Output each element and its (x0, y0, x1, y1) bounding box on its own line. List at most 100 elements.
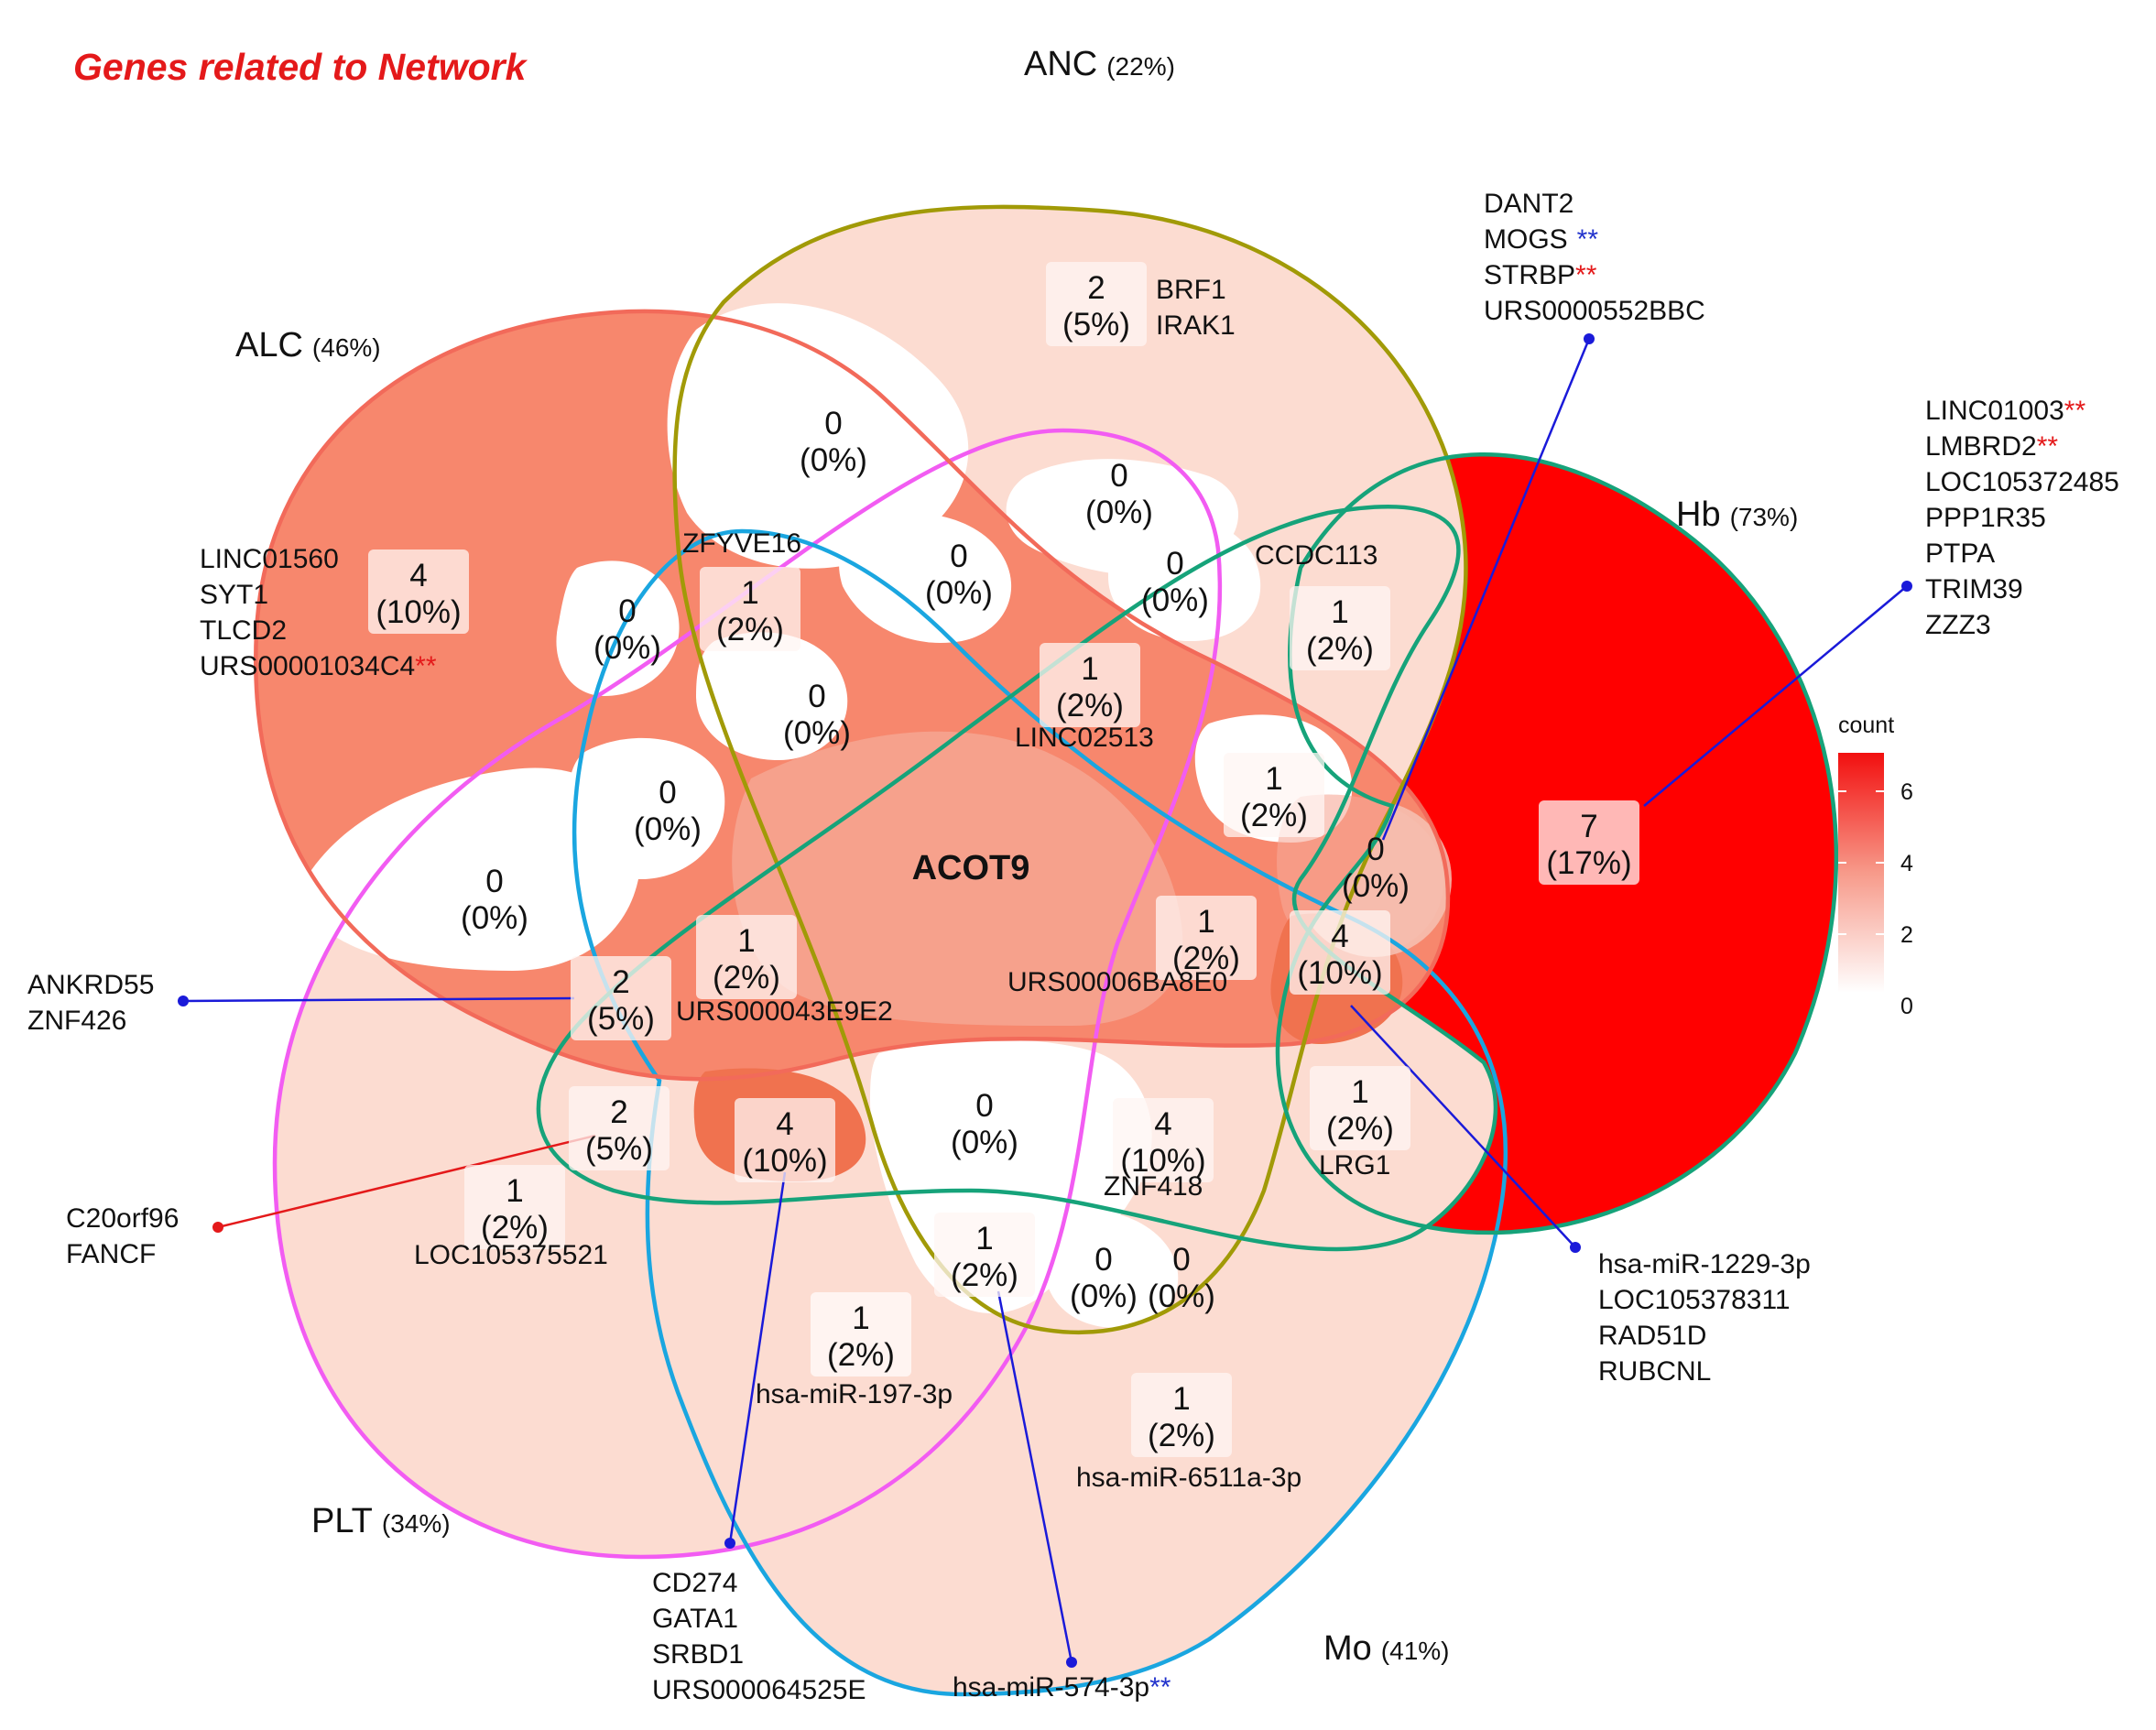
region-percent: (2%) (481, 1210, 549, 1246)
region-count: 0 (618, 593, 636, 629)
region-count: 1 (975, 1221, 993, 1257)
region-count: 1 (1351, 1074, 1368, 1110)
region-count: 0 (975, 1088, 993, 1124)
region-count: 1 (741, 575, 758, 611)
genes-znf418: ZNF418 (1104, 1171, 1203, 1202)
connector-mir1229 (1350, 1005, 1576, 1248)
count-legend: count 6 4 2 0 (1838, 713, 1913, 1019)
region-percent: (5%) (587, 1001, 655, 1037)
region-percent: (0%) (634, 811, 702, 847)
region-percent: (2%) (1306, 631, 1374, 667)
region-label: 4(10%) (735, 1098, 835, 1182)
region-percent: (2%) (716, 612, 784, 647)
region-label: 1(2%) (1156, 896, 1257, 980)
region-label: 1(2%) (1290, 586, 1390, 670)
region-label-box (1040, 643, 1140, 727)
region-count: 0 (950, 539, 967, 574)
callout-ankrd55: ANKRD55 ZNF426 (27, 970, 162, 1036)
region-count: 1 (1265, 761, 1282, 797)
region-percent: (2%) (1240, 798, 1308, 833)
callout-linc01003: LINC01003** LMBRD2** LOC105372485 PPP1R3… (1925, 396, 2127, 640)
region-percent: (0%) (593, 630, 661, 666)
region-label: 0(0%) (800, 406, 867, 478)
region-label-box (1113, 1098, 1214, 1182)
legend-colorbar (1838, 753, 1884, 993)
region-label: 1(2%) (1310, 1066, 1410, 1150)
region-label: 0(0%) (1342, 832, 1410, 904)
figure-title: Genes related to Network (73, 46, 528, 88)
region-percent: (10%) (1120, 1143, 1205, 1179)
set-label-alc: ALC(46%) (235, 326, 381, 364)
region-percent: (10%) (742, 1143, 827, 1179)
region-label-box (696, 915, 797, 999)
region-percent: (2%) (1148, 1418, 1215, 1453)
region-label: 1(2%) (934, 1213, 1035, 1297)
region-count: 0 (485, 864, 503, 899)
callout-c20orf96: C20orf96 FANCF (66, 1203, 187, 1269)
legend-title: count (1838, 713, 1894, 738)
region-label-box (1156, 896, 1257, 980)
region-percent: (5%) (1062, 307, 1130, 343)
region-count: 4 (776, 1106, 793, 1142)
region-label: 1(2%) (1224, 753, 1324, 837)
region-percent: (0%) (800, 442, 867, 478)
region-label: 4(10%) (1290, 910, 1390, 995)
connector-dant2 (1381, 338, 1591, 841)
legend-tick-6: 6 (1900, 779, 1913, 805)
region-percent: (0%) (1148, 1278, 1215, 1314)
connector-cd274 (728, 1171, 787, 1544)
region-percent: (10%) (376, 594, 461, 630)
callout-cd274: CD274 GATA1 SRBD1 URS000064525E (652, 1568, 866, 1705)
legend-tick-4: 4 (1900, 851, 1913, 876)
region-label-box (700, 567, 800, 651)
region-label: 4(10%) (1113, 1098, 1214, 1182)
region-count: 1 (1331, 594, 1348, 630)
callout-mir1229: hsa-miR-1229-3p LOC105378311 RAD51D RUBC… (1598, 1249, 1818, 1387)
region-count: 2 (610, 1094, 627, 1130)
mo-outline (572, 528, 1508, 1697)
callouts: DANT2 MOGS** STRBP** URS0000552BBC LINC0… (27, 189, 2127, 1705)
region-label: 1(2%) (811, 1292, 911, 1376)
region-label-box (464, 1165, 565, 1249)
region-count: 7 (1580, 809, 1597, 844)
genes-loc105375521: LOC105375521 (414, 1240, 608, 1270)
region-count: 0 (659, 775, 676, 811)
region-count: 0 (808, 679, 825, 714)
region-label: 2(5%) (569, 1086, 670, 1170)
callout-mir574: hsa-miR-574-3p** (953, 1672, 1171, 1703)
region-label-box (1046, 262, 1147, 346)
region-percent: (0%) (1085, 495, 1153, 530)
legend-ticks (1838, 790, 1884, 1006)
region-label: 0(0%) (1148, 1242, 1215, 1314)
set-label-hb: Hb(73%) (1676, 495, 1798, 534)
connector-dot-linc01003 (1901, 581, 1912, 592)
connector-c20orf96 (217, 1134, 596, 1229)
region-percent: (0%) (461, 900, 528, 936)
connector-dot-mir1229 (1570, 1242, 1581, 1253)
region-label: 2(5%) (1046, 262, 1147, 346)
region-label-box (811, 1292, 911, 1376)
legend-tick-0: 0 (1900, 994, 1913, 1019)
region-count: 0 (1110, 458, 1127, 494)
region-count: 4 (1331, 919, 1348, 954)
plt-outline (272, 428, 1223, 1560)
region-count: 4 (1154, 1106, 1171, 1142)
region-label-box (1310, 1066, 1410, 1150)
region-label: 0(0%) (593, 593, 661, 666)
region-label: 0(0%) (634, 775, 702, 847)
genes-zfyve16: ZFYVE16 (682, 528, 801, 559)
callout-dant2: DANT2 MOGS** STRBP** URS0000552BBC (1484, 189, 1705, 326)
region-label: 7(17%) (1539, 800, 1639, 885)
region-percent: (0%) (925, 575, 993, 611)
region-count: 1 (1172, 1381, 1190, 1417)
region-label: 0(0%) (925, 539, 993, 611)
region-label-box (735, 1098, 835, 1182)
connector-linc01003 (1643, 585, 1908, 807)
connector-dot-mir574 (1066, 1657, 1077, 1668)
region-label: 2(5%) (571, 956, 671, 1040)
connector-dot-dant2 (1584, 333, 1595, 344)
genes-mir6511a: hsa-miR-6511a-3p (1076, 1463, 1301, 1493)
region-count: 1 (852, 1300, 869, 1336)
